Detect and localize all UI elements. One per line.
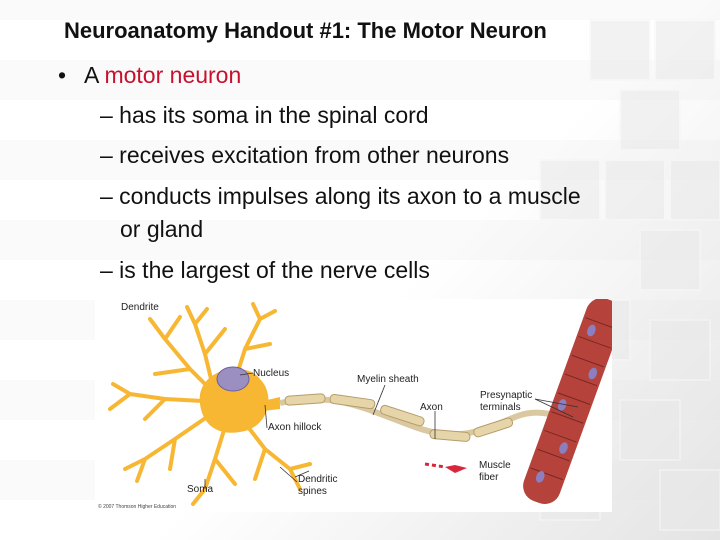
axon-hillock bbox=[263, 397, 280, 411]
subpoint-soma: – has its soma in the spinal cord bbox=[100, 102, 429, 128]
label-dendritic-spines-1: Dendritic bbox=[298, 474, 337, 485]
label-axon-hillock: Axon hillock bbox=[268, 422, 322, 433]
dendrites bbox=[108, 302, 312, 506]
subpoint-excitation: – receives excitation from other neurons bbox=[100, 142, 510, 168]
bullet-prefix: A bbox=[84, 62, 105, 88]
label-axon: Axon bbox=[420, 402, 443, 413]
impulse-arrow bbox=[424, 462, 467, 473]
bullet-highlight: motor neuron bbox=[104, 62, 242, 88]
neuron-illustration: Dendrite Nucleus Myelin sheath Presynapt… bbox=[98, 297, 624, 510]
subpoint-largest: – is the largest of the nerve cells bbox=[100, 257, 430, 283]
nucleus bbox=[216, 366, 250, 392]
label-muscle-1: Muscle bbox=[479, 460, 511, 471]
subpoint-axon: – conducts impulses along its axon to a … bbox=[100, 183, 581, 209]
diagram-copyright: © 2007 Thomson Higher Education bbox=[98, 503, 176, 510]
muscle-fiber-group bbox=[523, 297, 624, 505]
label-presynaptic-1: Presynaptic bbox=[480, 390, 532, 401]
label-presynaptic-2: terminals bbox=[480, 402, 521, 413]
subpoint-axon-continued: or gland bbox=[120, 216, 204, 242]
label-nucleus: Nucleus bbox=[253, 368, 289, 379]
label-soma: Soma bbox=[187, 484, 214, 495]
bullet-main: • A motor neuron bbox=[58, 62, 241, 89]
soma-body bbox=[199, 368, 269, 433]
bullet-symbol: • bbox=[58, 62, 67, 88]
myelin-segments bbox=[284, 393, 514, 442]
label-myelin-sheath: Myelin sheath bbox=[357, 374, 419, 385]
label-muscle-2: fiber bbox=[479, 472, 499, 483]
motor-neuron-diagram: Dendrite Nucleus Myelin sheath Presynapt… bbox=[95, 297, 624, 512]
label-dendritic-spines-2: spines bbox=[298, 486, 327, 497]
label-dendrite: Dendrite bbox=[121, 302, 159, 313]
slide-title: Neuroanatomy Handout #1: The Motor Neuro… bbox=[64, 18, 547, 43]
leader-lines bbox=[204, 372, 579, 489]
